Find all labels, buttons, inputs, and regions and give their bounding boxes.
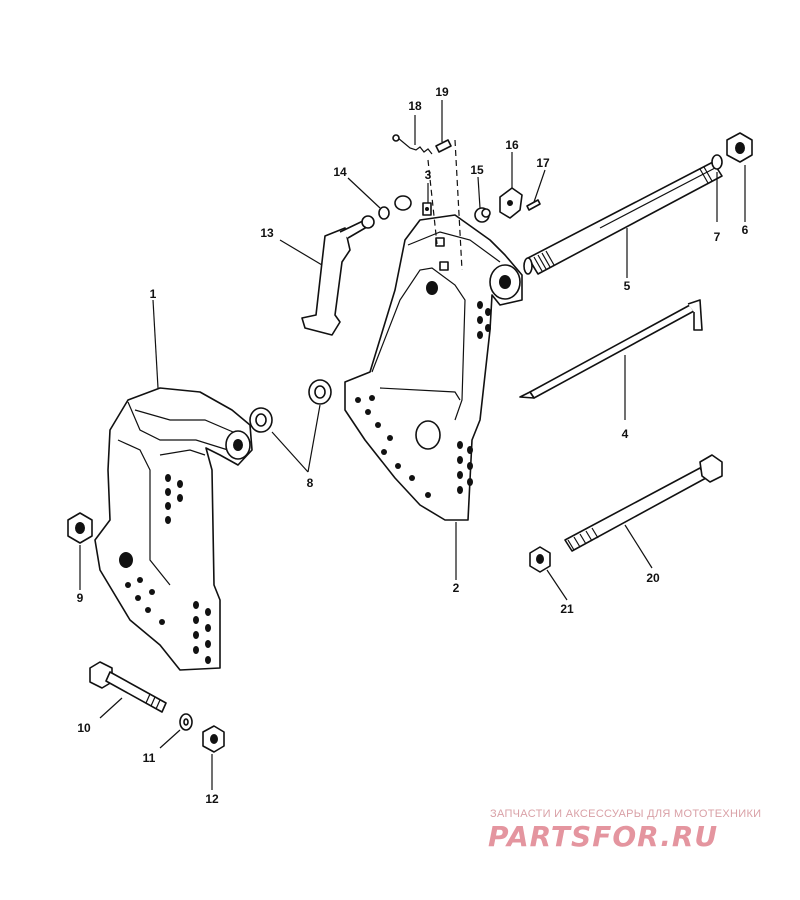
callout-7: 7: [713, 230, 721, 244]
callout-5: 5: [623, 279, 631, 293]
part-14-bushing: [378, 195, 412, 220]
callout-6: 6: [741, 223, 749, 237]
part-9-nut: [67, 512, 93, 544]
callout-19: 19: [435, 85, 449, 99]
part-11-washer: [179, 713, 193, 731]
part-15-bushing: [474, 207, 491, 223]
part-13-lever: [301, 215, 375, 336]
part-8-washer: [249, 379, 332, 433]
callout-16: 16: [505, 138, 519, 152]
part-2-clamp-bracket: [344, 214, 523, 521]
callout-18: 18: [408, 99, 422, 113]
part-12-nut: [202, 725, 225, 753]
part-5-tilt-tube: [523, 161, 723, 275]
part-7-washer: [711, 154, 723, 170]
part-19-plunger: [435, 139, 452, 153]
callout-2: 2: [452, 581, 460, 595]
callout-3: 3: [424, 168, 432, 182]
callout-21: 21: [560, 602, 574, 616]
callout-17: 17: [536, 156, 550, 170]
part-16-cam: [499, 187, 523, 219]
callout-15: 15: [470, 163, 484, 177]
callout-20: 20: [646, 571, 660, 585]
part-18-spring: [392, 134, 433, 155]
callout-14: 14: [333, 165, 347, 179]
watermark-caption: ЗАПЧАСТИ И АКСЕССУАРЫ ДЛЯ МОТОТЕХНИКИ: [490, 808, 762, 820]
alignment-lines: [427, 139, 463, 271]
part-3-fitting: [422, 202, 432, 216]
callout-4: 4: [621, 427, 629, 441]
part-20-bolt: [564, 454, 723, 552]
part-6-nut: [726, 132, 753, 163]
leader-lines: [79, 100, 746, 790]
part-4-tilt-pin: [519, 299, 703, 399]
callout-9: 9: [76, 591, 84, 605]
part-10-bolt: [89, 661, 167, 713]
callout-1: 1: [149, 287, 157, 301]
part-21-nut: [529, 546, 551, 573]
callout-12: 12: [205, 792, 219, 806]
part-1-clamp-bracket: [94, 387, 253, 671]
callout-8: 8: [306, 476, 314, 490]
callout-13: 13: [260, 226, 274, 240]
part-17-pin: [526, 199, 541, 211]
watermark-logo: PARTSFOR.RU: [488, 820, 719, 853]
callout-11: 11: [142, 751, 156, 765]
callout-10: 10: [77, 721, 91, 735]
